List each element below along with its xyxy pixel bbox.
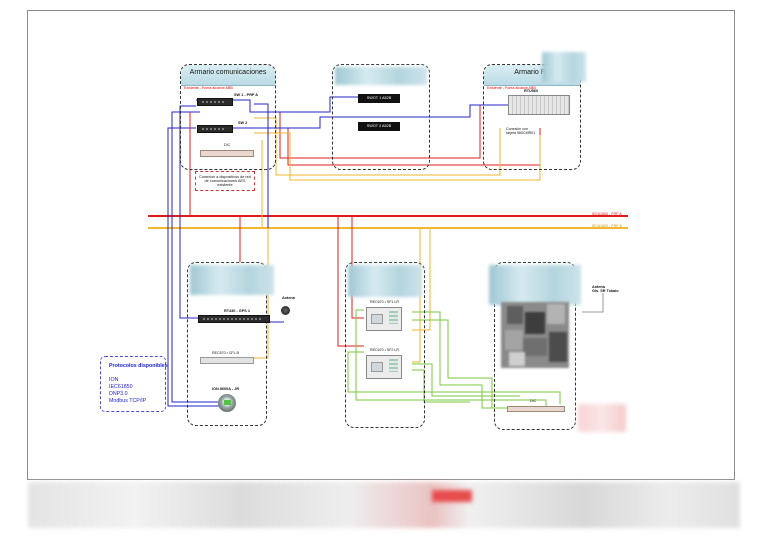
- protocol-item: ION: [109, 377, 119, 383]
- antenna-right-label: Antena Gis. SR Tokaio: [592, 285, 619, 293]
- swot-1: SWOT 1 A52B: [358, 94, 400, 103]
- dic-top-label: DIC: [224, 143, 231, 147]
- wire-green-1: [412, 311, 508, 409]
- wire-green-4: [347, 351, 561, 404]
- cabinet-bottom-left-title-redacted: [190, 265, 274, 295]
- switch-2: [197, 125, 233, 133]
- rec670-top: [366, 307, 402, 331]
- wire-blue-6: [167, 127, 220, 407]
- cabinet-bottom-mid: [345, 262, 425, 428]
- rt430-gps: [198, 315, 270, 323]
- bus-label-prp-b: IEC61850 - PRP B: [592, 224, 622, 228]
- rt430-label: RT430 - GPS 1: [224, 309, 250, 313]
- cabinet-bottom-left: [187, 262, 274, 426]
- switch-1-label: SW 1 - PRP A: [234, 93, 259, 97]
- redacted-device-image: [501, 302, 569, 368]
- protocols-title: Protocolos disponibles: [109, 363, 168, 369]
- bus-label-prp-a: IEC61850 - PRP A: [592, 212, 622, 216]
- wire-red-mid2: [351, 216, 364, 319]
- note-comms: Conexion a dispositivos de red de comuni…: [195, 171, 255, 191]
- switch-1: [197, 98, 233, 106]
- swot-1-label: SWOT 1 A52B: [366, 96, 392, 100]
- rec670-left-label: REC670 • CFL B: [212, 351, 239, 355]
- wire-blue-2: [204, 104, 508, 129]
- footer-red-mark: [432, 490, 472, 502]
- cabinet-comms: Armario comunicaciones Existente - Fuera…: [180, 64, 276, 170]
- wire-yellow-mid: [412, 228, 431, 331]
- footer-redacted: [28, 482, 740, 528]
- ion-meter-display: [224, 400, 231, 405]
- protocol-item: Modbus TCP/IP: [109, 398, 147, 404]
- wire-red-mid1: [337, 216, 364, 347]
- rtu-560: [508, 95, 570, 115]
- wire-blue-1: [196, 96, 358, 113]
- dic-panel-top: [200, 150, 254, 157]
- cabinet-comms-subtitle: Existente - Fuera alcance ABB: [184, 86, 233, 90]
- r1-title-redacted: [542, 52, 586, 82]
- dic-panel-right: [507, 406, 565, 412]
- cabinet-comms-title: Armario comunicaciones: [189, 69, 267, 76]
- rtu-note: Conexión con tarjeta 560CMR01: [506, 127, 536, 135]
- pink-note-redacted: [578, 404, 626, 432]
- cabinet-swot-title-redacted: [335, 67, 427, 85]
- wire-yellow-2: [254, 132, 541, 181]
- rtu-label: RTU560: [524, 89, 539, 93]
- rec670-left: [200, 357, 254, 364]
- protocol-item: IEC61850: [109, 384, 133, 390]
- cabinet-swot: [332, 64, 430, 170]
- cabinet-bottom-right-title-redacted: [489, 265, 581, 305]
- ion-label: ION 8600A - JR: [212, 387, 240, 391]
- protocol-item: DNP3.0: [109, 391, 128, 397]
- wire-green-3: [355, 309, 547, 408]
- wire-blue-3: [179, 105, 200, 319]
- cabinet-comms-header: [181, 65, 275, 86]
- wire-green-2: [412, 319, 493, 408]
- switch-2-label: SW 2: [238, 121, 248, 125]
- wire-antenna-right: [582, 293, 604, 313]
- wire-green-5: [412, 363, 520, 397]
- cabinet-r1-title: Armario R1: [514, 69, 550, 76]
- swot-2-label: SWOT 2 A52B: [366, 124, 392, 128]
- note-comms-text: Conexion a dispositivos de red de comuni…: [199, 175, 251, 187]
- wire-blue-5: [254, 103, 284, 323]
- wire-blue-4: [171, 111, 218, 403]
- cabinet-r1-subtitle: Existente - Fuera alcance ABB: [487, 86, 536, 90]
- dic-right-label: DIC: [530, 399, 537, 403]
- swot-2: SWOT 2 A52B: [358, 122, 400, 131]
- cabinet-bottom-right: [489, 262, 581, 430]
- rec670-top-label: REC670 • SF1 LR: [370, 300, 400, 304]
- wire-yellow-1: [254, 117, 501, 176]
- rec670-bottom: [366, 355, 402, 379]
- protocols-box: Protocolos disponibles ION IEC61850 DNP3…: [100, 356, 168, 412]
- rec670-bottom-label: REC670 • SF2 LR: [370, 348, 400, 352]
- antenna-left-icon: [281, 306, 290, 315]
- antenna-left-label: Antena: [282, 296, 295, 300]
- cabinet-bottom-mid-title-redacted: [348, 265, 422, 297]
